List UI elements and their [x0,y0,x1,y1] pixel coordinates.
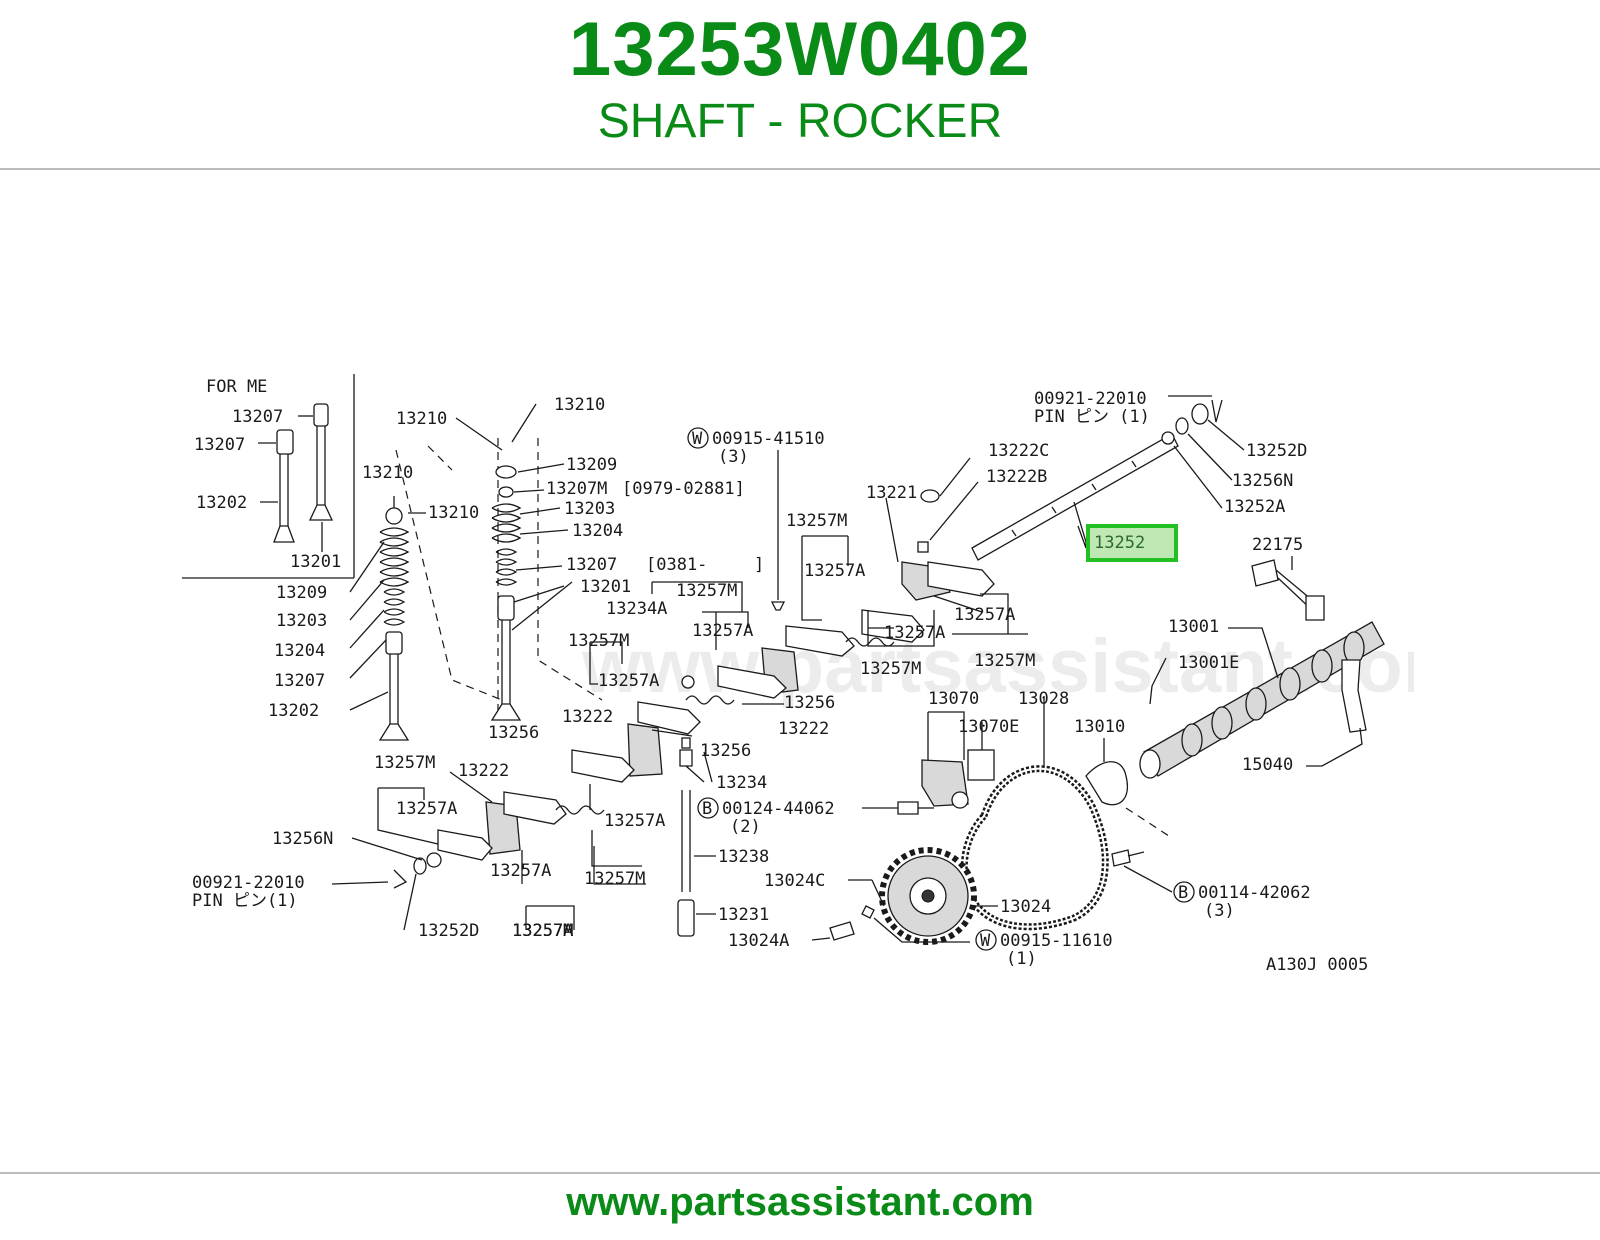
label-13207-a: 13207 [232,407,283,427]
label-13257m-1: 13257M [786,511,847,531]
label-13257m-8: 13257M [860,659,921,679]
label-13238: 13238 [718,847,769,867]
label-13257a-3: 13257A [598,671,659,691]
label-pin-1-number: 00921-22010 [192,873,305,893]
label-13257m-4: 13257M [374,753,435,773]
label-00124-44062-qty: (2) [730,817,761,837]
label-00915-41510-qty: (3) [718,447,749,467]
label-13256-c: 13256 [700,741,751,761]
label-13257m-2: 13257M [676,581,737,601]
label-13024a: 13024A [728,931,789,951]
washer-marker-b: W [980,931,991,951]
label-13024c: 13024C [764,871,825,891]
label-pin-2-number: 00921-22010 [1034,389,1147,409]
label-13257a-2: 13257A [692,621,753,641]
label-13234a: 13234A [606,599,667,619]
parts-diagram: www.partsassistant.com FOR ME 13207 1320… [182,330,1414,1016]
label-13207-c: 13207 [566,555,617,575]
label-13231: 13231 [718,905,769,925]
header-divider [0,168,1600,170]
label-13222-c: 13222 [458,761,509,781]
label-13257a-8: 13257A [884,623,945,643]
footer-divider [0,1172,1600,1174]
label-13257m-5: 13257M [584,869,645,889]
label-13210-a: 13210 [396,409,447,429]
label-0979-02881: [0979-02881] [622,479,745,499]
label-13257a-6: 13257A [490,861,551,881]
label-13207m: 13207M [546,479,607,499]
label-13256n-2: 13256N [1232,471,1293,491]
label-13209-b: 13209 [566,455,617,475]
part-name-subtitle: SHAFT - ROCKER [597,95,1003,148]
label-13257a-5: 13257A [604,811,665,831]
label-13222-a: 13222 [778,719,829,739]
label-0381: [0381- [646,555,707,575]
highlighted-part-label[interactable]: 13252 [1094,533,1145,553]
label-13207-b: 13207 [194,435,245,455]
label-13203-b: 13203 [564,499,615,519]
highlighted-part-box[interactable] [1086,524,1178,562]
label-13234: 13234 [716,773,767,793]
label-13209-a: 13209 [276,583,327,603]
label-13257m-3: 13257M [568,631,629,651]
label-13257m-7: 13257M [512,921,573,941]
label-13210-d: 13210 [428,503,479,523]
inset-title: FOR ME [206,377,267,397]
label-00915-41510: 00915-41510 [712,429,825,449]
label-13201-b: 13201 [580,577,631,597]
label-00915-11610: 00915-11610 [1000,931,1113,951]
label-13252d-2: 13252D [1246,441,1307,461]
label-13252a: 13252A [1224,497,1285,517]
label-15040: 15040 [1242,755,1293,775]
label-13207-d: 13207 [274,671,325,691]
label-00915-11610-qty: (1) [1006,949,1037,969]
label-pin-2-name: PIN ピン (1) [1034,407,1150,427]
label-13070: 13070 [928,689,979,709]
label-13257m-6: 13257M [512,921,573,941]
label-pin-1-name: PIN ピン(1) [192,891,298,911]
label-0381-end: ] [754,555,764,575]
label-13202-a: 13202 [196,493,247,513]
label-13210-c: 13210 [362,463,413,483]
label-00114-42062: 00114-42062 [1198,883,1311,903]
label-13028: 13028 [1018,689,1069,709]
label-13221: 13221 [866,483,917,503]
label-13201-a: 13201 [290,552,341,572]
label-13024: 13024 [1000,897,1051,917]
label-13257a-4: 13257A [396,799,457,819]
bolt-marker-b: B [1178,883,1188,903]
label-13001: 13001 [1168,617,1219,637]
label-13257a-1: 13257A [804,561,865,581]
label-13204-b: 13204 [572,521,623,541]
label-22175: 22175 [1252,535,1303,555]
page-header: 13253W0402 SHAFT - ROCKER [0,0,1600,168]
label-00114-42062-qty: (3) [1204,901,1235,921]
bolt-marker-a: B [702,799,712,819]
label-13256n: 13256N [272,829,333,849]
part-number-title: 13253W0402 [568,7,1032,92]
label-13257a-7: 13257A [512,921,573,941]
label-13203-a: 13203 [276,611,327,631]
label-13256-b: 13256 [488,723,539,743]
label-13204-a: 13204 [274,641,325,661]
washer-marker-a: W [692,429,703,449]
label-13257m-9: 13257M [974,651,1035,671]
label-13010: 13010 [1074,717,1125,737]
label-13202-b: 13202 [268,701,319,721]
label-13252d-1: 13252D [418,921,479,941]
footer-website-link[interactable]: www.partsassistant.com [566,1180,1034,1224]
label-13222b: 13222B [986,467,1047,487]
label-13222c: 13222C [988,441,1049,461]
label-13222-b: 13222 [562,707,613,727]
label-13256-a: 13256 [784,693,835,713]
label-13001e: 13001E [1178,653,1239,673]
drawing-code: A130J 0005 [1266,955,1368,975]
label-13070e: 13070E [958,717,1019,737]
label-13257a-9: 13257A [954,605,1015,625]
label-00124-44062: 00124-44062 [722,799,835,819]
label-13210-b: 13210 [554,395,605,415]
